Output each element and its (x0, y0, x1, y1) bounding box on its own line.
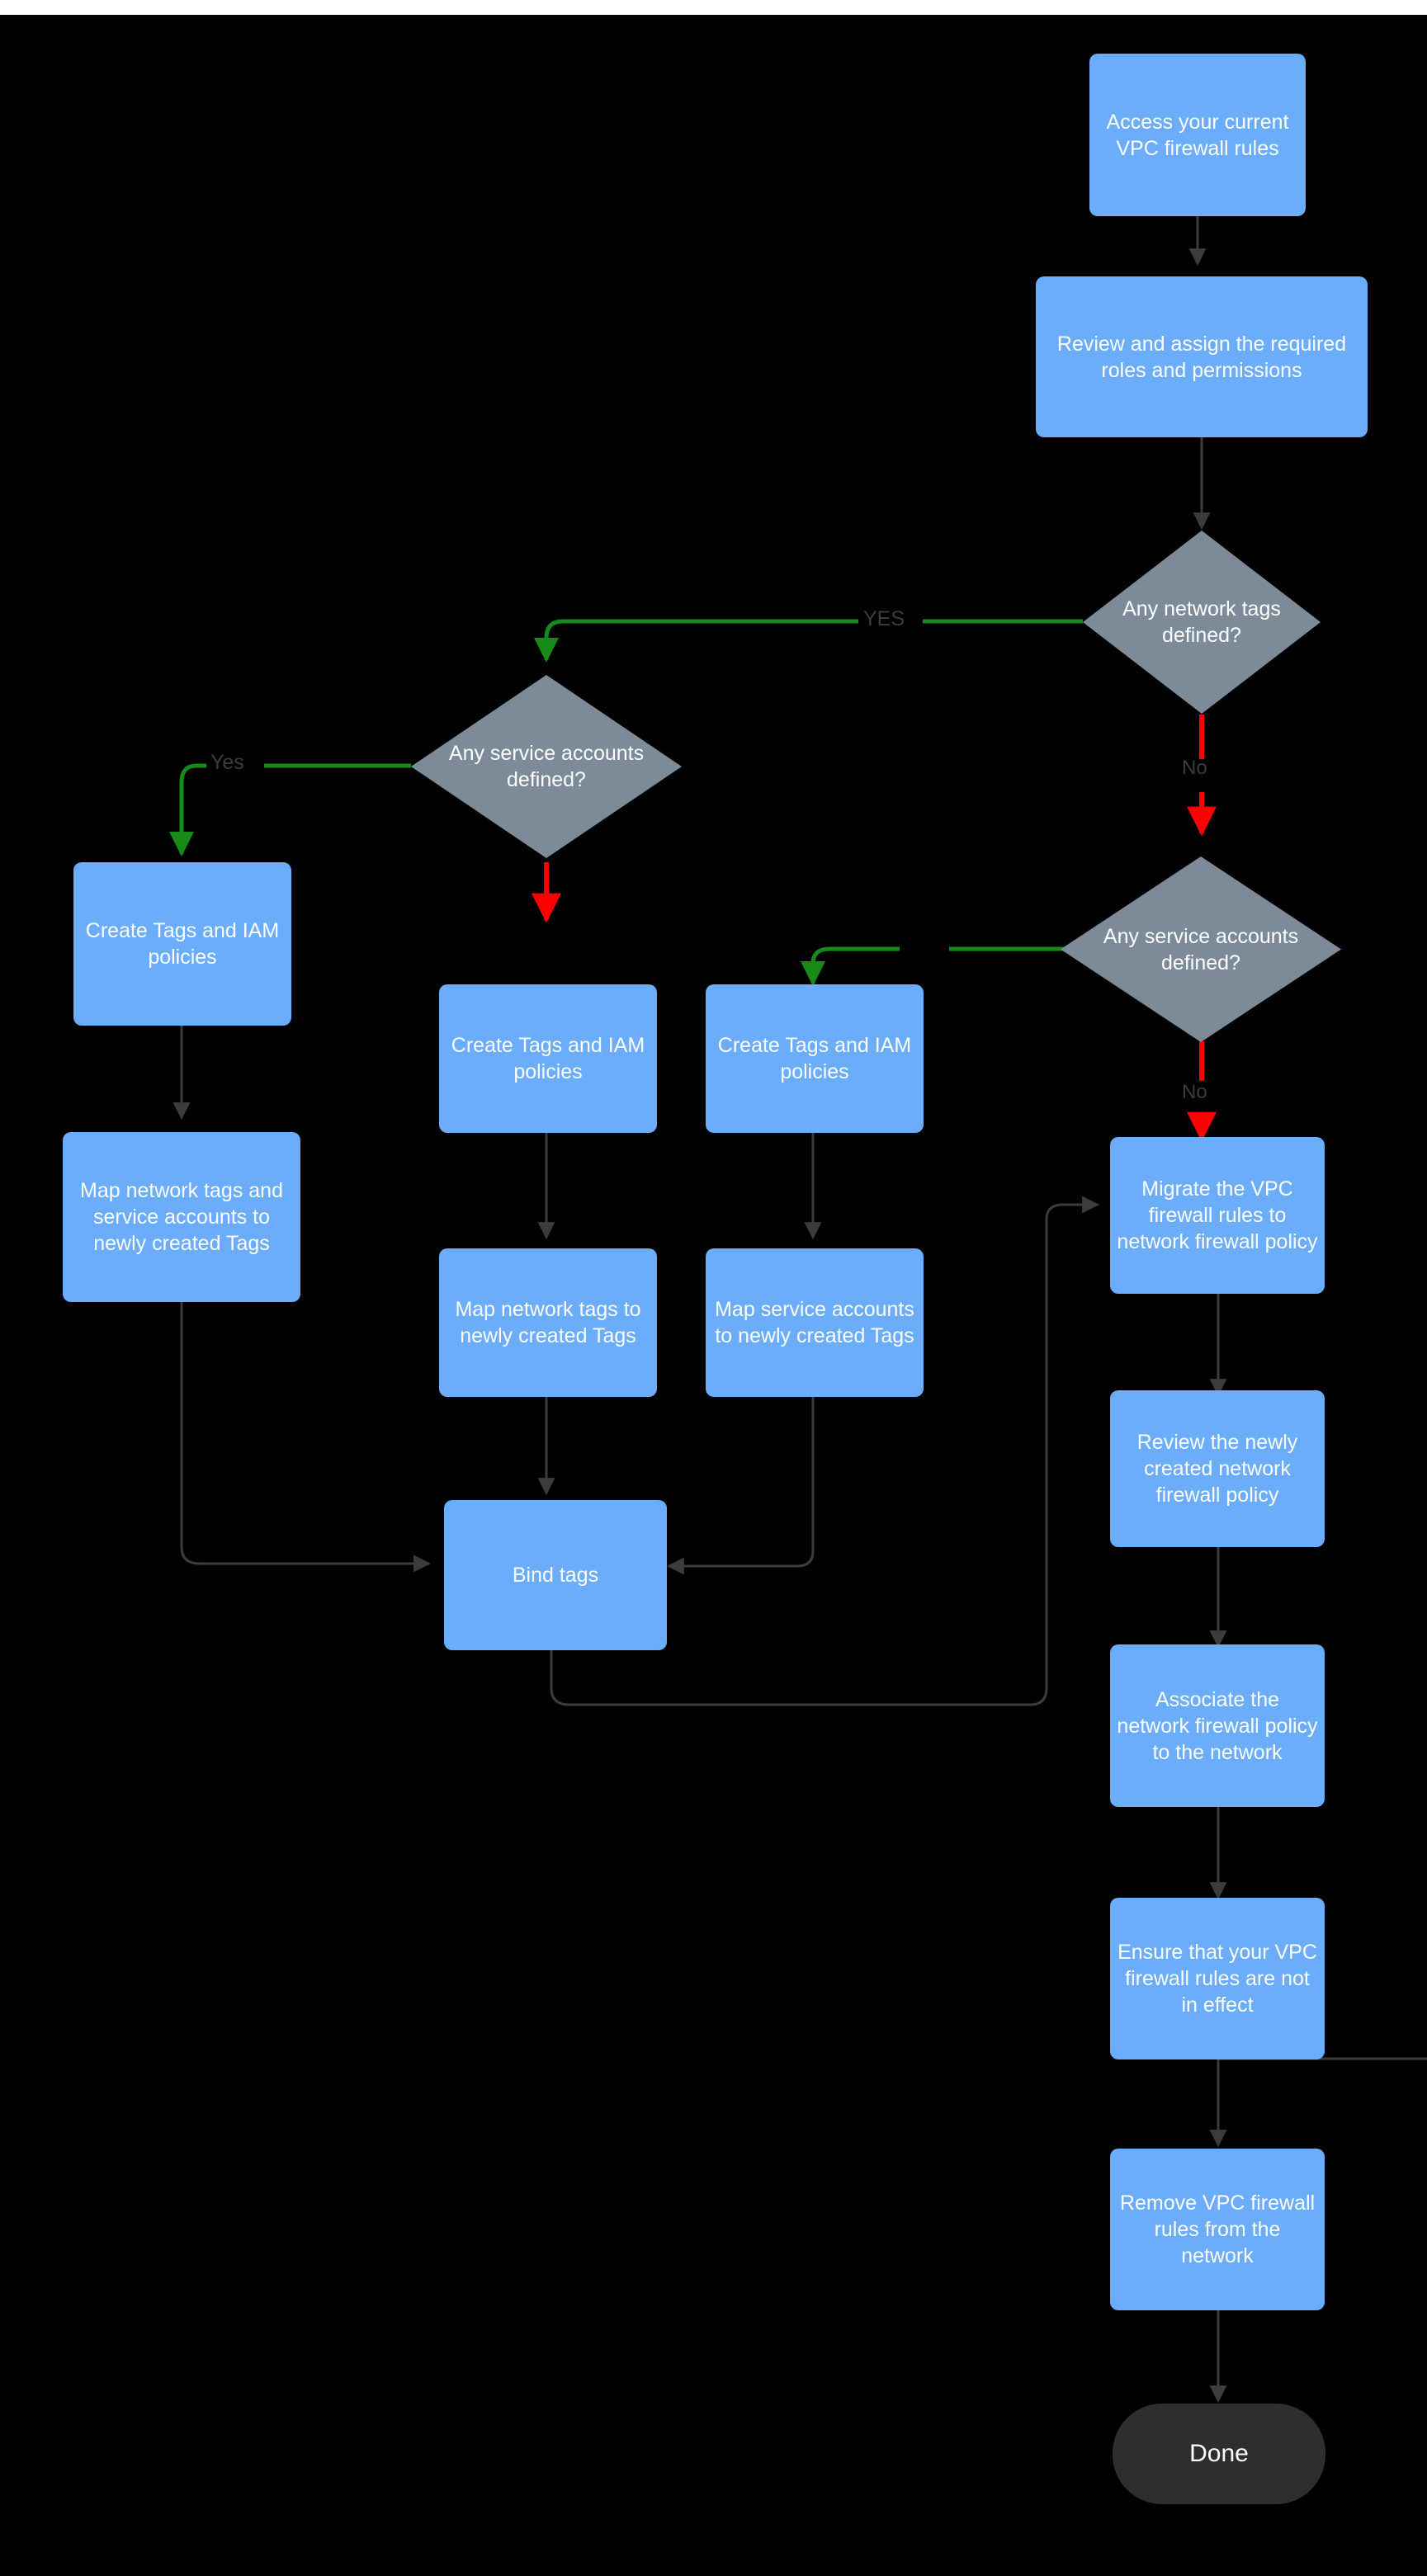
node-label: Ensure that your VPC firewall rules are … (1118, 1941, 1317, 2017)
node-label: Create Tags and IAM policies (85, 919, 280, 969)
node-create-tags-left[interactable]: Create Tags and IAM policies (73, 862, 291, 1026)
node-q-network-tags[interactable]: Any network tags defined? (1083, 531, 1321, 714)
node-label: Review and assign the required roles and… (1056, 332, 1347, 382)
node-map-both[interactable]: Map network tags and service accounts to… (63, 1132, 300, 1302)
edge-ensure-to-remove (1218, 2057, 1427, 2145)
top-white-strip (0, 0, 1427, 15)
node-q-service-accounts-left[interactable]: Any service accounts defined? (411, 675, 682, 858)
node-remove-rules[interactable]: Remove VPC firewall rules from the netwo… (1110, 2149, 1325, 2310)
node-label: Bind tags (512, 1564, 599, 1587)
node-label: Associate the network firewall policy to… (1117, 1687, 1318, 1764)
node-access-rules[interactable]: Access your current VPC firewall rules (1089, 54, 1306, 216)
edge-mapsvc-to-bindtags (666, 1397, 815, 1575)
node-label: Review the newly created network firewal… (1136, 1431, 1298, 1507)
node-label: Map network tags and service accounts to… (80, 1179, 283, 1255)
edge-label-no-service-accounts: No (1182, 1081, 1207, 1103)
node-label: Map network tags to newly created Tags (455, 1298, 641, 1347)
node-label: Access your current VPC firewall rules (1106, 110, 1289, 160)
edge-mapboth-to-bindtags (180, 1302, 432, 1573)
node-ensure-not-in-effect[interactable]: Ensure that your VPC firewall rules are … (1110, 1898, 1325, 2059)
node-label: Migrate the VPC firewall rules to networ… (1117, 1177, 1318, 1253)
edge-right-yes-2 (801, 946, 900, 986)
node-review-policy[interactable]: Review the newly created network firewal… (1110, 1390, 1325, 1547)
node-create-tags-mid[interactable]: Create Tags and IAM policies (439, 984, 657, 1133)
node-done[interactable]: Done (1113, 2404, 1325, 2504)
node-map-service-accounts[interactable]: Map service accounts to newly created Ta… (706, 1248, 924, 1397)
node-create-tags-mid2[interactable]: Create Tags and IAM policies (706, 984, 924, 1133)
node-label: Create Tags and IAM policies (451, 1034, 645, 1083)
node-review-roles[interactable]: Review and assign the required roles and… (1036, 276, 1368, 437)
node-label: Create Tags and IAM policies (717, 1034, 912, 1083)
node-bind-tags[interactable]: Bind tags (444, 1500, 667, 1650)
node-label: Any network tags defined? (1122, 597, 1281, 647)
node-label: Map service accounts to newly created Ta… (715, 1298, 914, 1347)
node-map-network-tags[interactable]: Map network tags to newly created Tags (439, 1248, 657, 1397)
node-migrate-rules[interactable]: Migrate the VPC firewall rules to networ… (1110, 1137, 1325, 1294)
edge-network-tags-yes-2 (534, 619, 858, 663)
node-label: Remove VPC firewall rules from the netwo… (1119, 2191, 1316, 2267)
node-q-service-accounts-right[interactable]: Any service accounts defined? (1061, 856, 1341, 1042)
node-label: Any service accounts defined? (448, 742, 645, 791)
node-associate-policy[interactable]: Associate the network firewall policy to… (1110, 1644, 1325, 1807)
edge-label-yes-left: Yes (210, 751, 244, 774)
edge-bindtags-to-migrate (550, 1196, 1100, 1706)
node-label: Done (1189, 2439, 1249, 2467)
edge-label-no-network-tags: No (1182, 757, 1207, 779)
edge-label-yes-upper: YES (863, 607, 905, 630)
edge-left-yes-2 (169, 763, 206, 856)
node-label: Any service accounts defined? (1103, 924, 1299, 974)
